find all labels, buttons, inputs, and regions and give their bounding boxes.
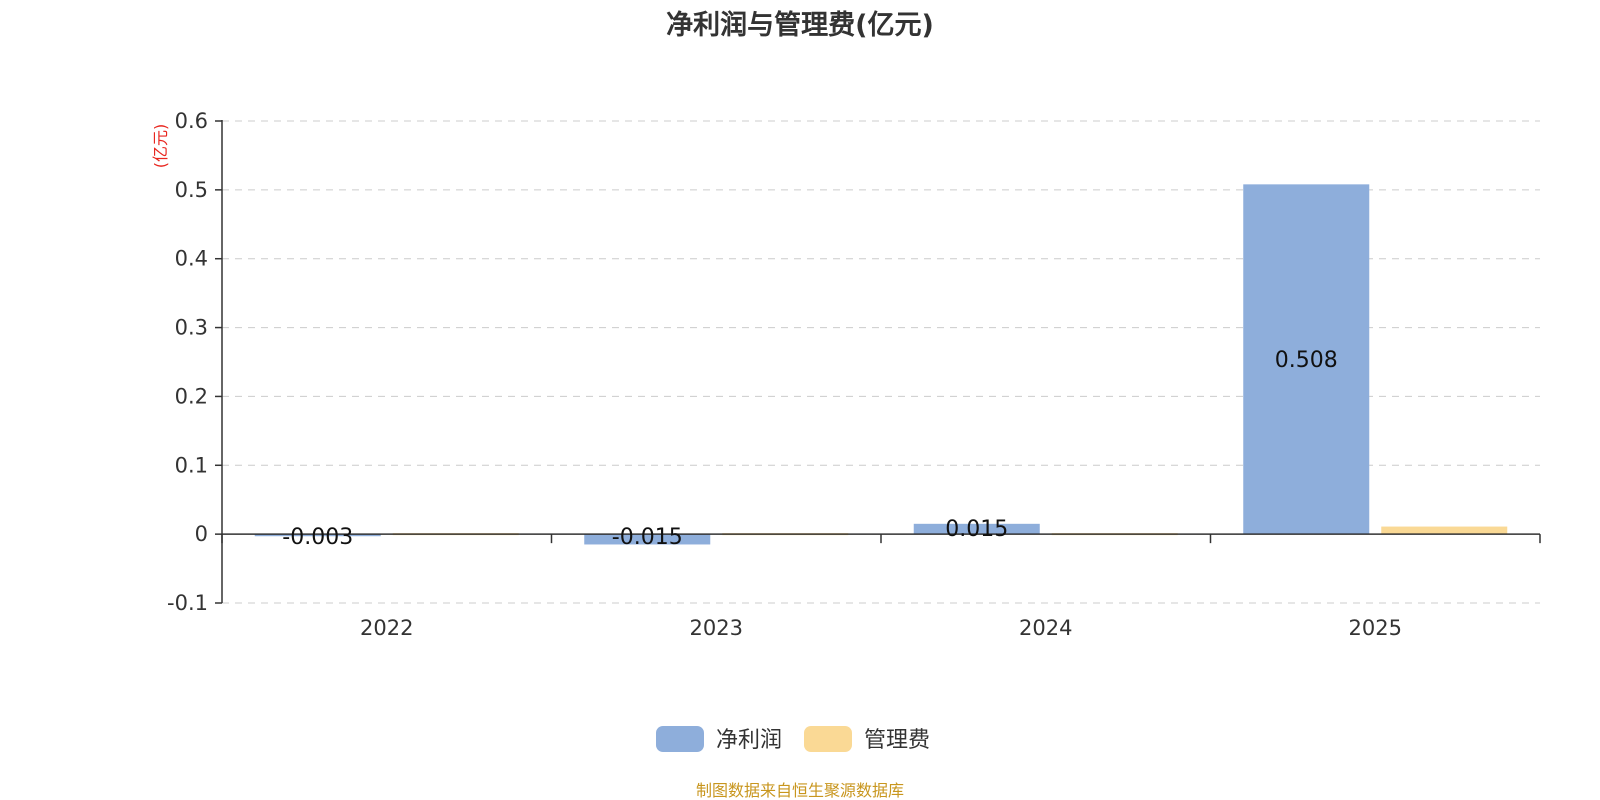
bar [913,523,1040,535]
data-label: 0.015 [945,517,1008,542]
legend-label: 净利润 [716,728,782,753]
y-tick-label: 0.4 [175,247,208,271]
y-tick-label: 0.3 [175,316,208,340]
bar [254,534,381,537]
x-tick-label: 2022 [360,616,413,640]
y-tick-label: 0.1 [175,453,208,477]
data-labels: -0.003 -0.015 0.015 0.508 [282,348,1337,550]
x-tick-label: 2025 [1349,616,1402,640]
y-axis-unit: (亿元) [151,124,170,169]
data-label: -0.003 [282,525,353,550]
source-note: 制图数据来自恒生聚源数据库 [696,781,904,800]
bar [1243,184,1370,535]
x-tick-label: 2023 [690,616,743,640]
y-tick-label: 0.2 [175,384,208,408]
y-tick-label: 0.5 [175,178,208,202]
legend: 净利润 管理费 [656,726,930,753]
x-tick-label: 2024 [1019,616,1072,640]
bars [254,184,1508,545]
y-tick-label: 0 [195,522,208,546]
chart-title: 净利润与管理费(亿元) [666,9,934,41]
y-tick-label: 0.6 [175,109,208,133]
legend-label: 管理费 [864,728,930,753]
y-tick-label: -0.1 [167,591,208,615]
bar [584,534,711,545]
data-label: 0.508 [1275,348,1338,373]
legend-swatch [656,726,704,752]
legend-swatch [804,726,852,752]
axes: 0.6 0.5 0.4 0.3 0.2 0.1 0 -0.1 2022 2023 2024 2025 [167,109,1541,640]
bar [1381,526,1508,535]
data-label: -0.015 [612,525,683,550]
